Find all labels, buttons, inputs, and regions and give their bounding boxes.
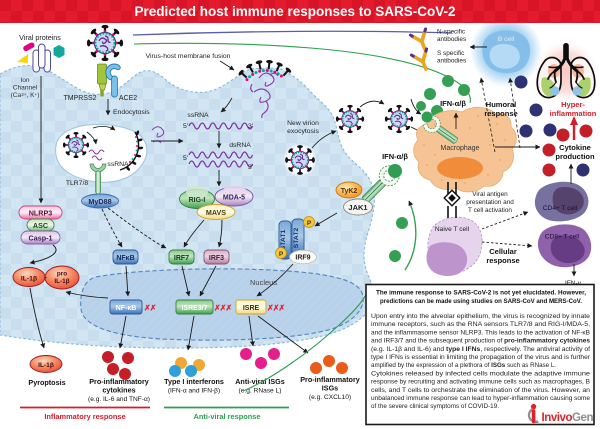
svg-text:Hyper-: Hyper-	[561, 100, 585, 109]
svg-text:Naive T cell: Naive T cell	[435, 226, 470, 233]
svg-text:predictions can be made using: predictions can be made using studies on…	[380, 298, 582, 305]
svg-text:T cell activation: T cell activation	[468, 207, 512, 214]
svg-text:Casp-1: Casp-1	[29, 234, 53, 243]
svg-text:InvivoGen: InvivoGen	[542, 412, 594, 424]
svg-text:3': 3'	[248, 123, 253, 130]
svg-text:cells, and T cells to orchestr: cells, and T cells to orchestrate the el…	[371, 387, 591, 394]
svg-text:Macrophage: Macrophage	[441, 145, 480, 152]
svg-text:IFN-γ: IFN-γ	[565, 280, 582, 287]
svg-text:dsRNA: dsRNA	[229, 142, 251, 149]
svg-text:(IFN-α and IFN-β): (IFN-α and IFN-β)	[168, 388, 220, 395]
svg-text:IL-1β: IL-1β	[21, 276, 37, 283]
svg-text:Humoral: Humoral	[486, 100, 516, 109]
svg-text:Predicted host immune response: Predicted host immune responses to SARS-…	[134, 4, 455, 19]
svg-text:ssRNA: ssRNA	[187, 112, 209, 119]
svg-text:B cell: B cell	[498, 36, 515, 43]
svg-text:ASC: ASC	[33, 221, 48, 230]
svg-text:Cellular: Cellular	[489, 247, 517, 256]
svg-text:MDA-5: MDA-5	[223, 195, 245, 202]
svg-text:antibodies: antibodies	[437, 36, 466, 43]
svg-text:production: production	[555, 152, 595, 161]
svg-text:(Ca2+, K+): (Ca2+, K+)	[11, 92, 40, 100]
svg-text:✗✗✗: ✗✗✗	[267, 304, 284, 313]
svg-text:✗✗✗: ✗✗✗	[214, 304, 231, 313]
svg-text:unbalanced immune response can: unbalanced immune response can lead to h…	[371, 395, 591, 402]
svg-text:ssRNA: ssRNA	[107, 161, 129, 168]
svg-text:pro: pro	[57, 271, 67, 278]
svg-text:Cytokine: Cytokine	[559, 143, 591, 152]
svg-text:Anti-viral response: Anti-viral response	[194, 412, 261, 421]
svg-text:NLRP3: NLRP3	[29, 209, 53, 218]
svg-text:response by recruiting and act: response by recruiting and activating im…	[371, 379, 590, 386]
svg-text:Nucleus: Nucleus	[250, 278, 277, 287]
svg-text:New virion: New virion	[287, 120, 319, 127]
svg-text:Viral proteins: Viral proteins	[19, 33, 61, 42]
svg-text:TMPRSS2: TMPRSS2	[63, 95, 96, 102]
svg-text:IRF9: IRF9	[295, 255, 310, 262]
svg-text:IFN-α/β: IFN-α/β	[382, 152, 408, 161]
svg-text:STAT1: STAT1	[280, 230, 287, 251]
svg-text:and IRF3/7 and the subsequent: and IRF3/7 and the subsequent production…	[371, 338, 591, 345]
svg-text:IFN-α/β: IFN-α/β	[440, 99, 466, 108]
svg-text:P: P	[307, 220, 312, 227]
svg-text:Anti-viral ISGs: Anti-viral ISGs	[235, 377, 285, 386]
svg-text:response: response	[484, 109, 517, 118]
svg-text:antibodies: antibodies	[437, 58, 466, 65]
svg-text:(e.g. CXCL10): (e.g. CXCL10)	[309, 394, 351, 401]
svg-text:IL-1β: IL-1β	[38, 362, 54, 369]
svg-text:ISRE: ISRE	[243, 305, 260, 312]
svg-text:Endocytosis: Endocytosis	[113, 109, 150, 116]
svg-text:ACE2: ACE2	[119, 95, 137, 102]
svg-text:(e.g. IL-1β and IL-6) and type: (e.g. IL-1β and IL-6) and type I IFNs, r…	[371, 346, 590, 353]
svg-text:3': 3'	[248, 164, 253, 171]
svg-text:Channel: Channel	[13, 85, 38, 92]
svg-text:Pyroptosis: Pyroptosis	[28, 378, 65, 387]
svg-text:P: P	[279, 251, 284, 258]
svg-text:Ion: Ion	[20, 77, 29, 84]
svg-text:S specific: S specific	[437, 50, 465, 57]
svg-text:cytokines: cytokines	[102, 386, 135, 395]
svg-text:JAK1: JAK1	[348, 203, 367, 212]
svg-text:TyK2: TyK2	[341, 188, 358, 195]
svg-text:ISRE3/7: ISRE3/7	[181, 305, 207, 312]
svg-text:inflammation: inflammation	[550, 109, 597, 118]
svg-text:and the inflammasome sensor NL: and the inflammasome sensor NLRP3. This …	[371, 329, 590, 336]
svg-text:✗✗: ✗✗	[144, 304, 156, 313]
svg-text:amplified by the expression of: amplified by the expression of a plethor…	[371, 362, 556, 369]
svg-text:exocytosis: exocytosis	[287, 128, 319, 135]
svg-text:Virus-host membrane fusion: Virus-host membrane fusion	[146, 53, 231, 60]
svg-text:Pro-inflammatory: Pro-inflammatory	[89, 377, 149, 386]
svg-text:IL-1β: IL-1β	[54, 278, 69, 285]
svg-text:ISGs: ISGs	[322, 384, 338, 393]
svg-text:The immune response to SARS-Co: The immune response to SARS-CoV-2 is not…	[376, 290, 586, 297]
svg-text:Pro-inflammatory: Pro-inflammatory	[300, 375, 360, 384]
svg-text:Cytokines released by infected: Cytokines released by infected cells mod…	[371, 370, 591, 377]
svg-text:CD4+ T cell: CD4+ T cell	[543, 205, 578, 212]
svg-text:of the severe clinical symptom: of the severe clinical symptoms of COVID…	[371, 403, 499, 410]
svg-text:(e.g. IL-6 and TNF-α): (e.g. IL-6 and TNF-α)	[88, 396, 150, 403]
svg-text:immune receptors, such as the: immune receptors, such as the RNA sensor…	[371, 321, 590, 328]
svg-text:TLR7/8: TLR7/8	[66, 180, 89, 187]
svg-text:5': 5'	[183, 123, 188, 130]
svg-text:Inflammatory response: Inflammatory response	[44, 412, 125, 421]
svg-text:Type I interferons: Type I interferons	[164, 377, 224, 386]
svg-text:NFκB: NFκB	[116, 255, 134, 262]
svg-text:Viral antigen: Viral antigen	[472, 191, 508, 198]
svg-text:IRF7: IRF7	[174, 255, 189, 262]
svg-text:type I IFNs is essential in li: type I IFNs is essential in limiting the…	[371, 354, 590, 361]
svg-text:IRF3: IRF3	[209, 255, 224, 262]
svg-text:MAVS: MAVS	[206, 208, 226, 217]
svg-text:response: response	[486, 256, 519, 265]
svg-text:MyD88: MyD88	[88, 197, 111, 206]
svg-text:presentation and: presentation and	[466, 199, 514, 206]
svg-text:RIG-I: RIG-I	[189, 197, 206, 204]
svg-text:5': 5'	[183, 155, 188, 162]
svg-text:N-specific: N-specific	[437, 29, 466, 36]
svg-text:NF-κB: NF-κB	[116, 305, 137, 312]
svg-text:CD8+ T cell: CD8+ T cell	[545, 234, 580, 241]
svg-text:Upon entry into the alveolar e: Upon entry into the alveolar epithelium,…	[371, 313, 591, 320]
svg-text:(e.g. RNase L): (e.g. RNase L)	[239, 388, 282, 395]
svg-text:STAT2: STAT2	[293, 228, 300, 249]
